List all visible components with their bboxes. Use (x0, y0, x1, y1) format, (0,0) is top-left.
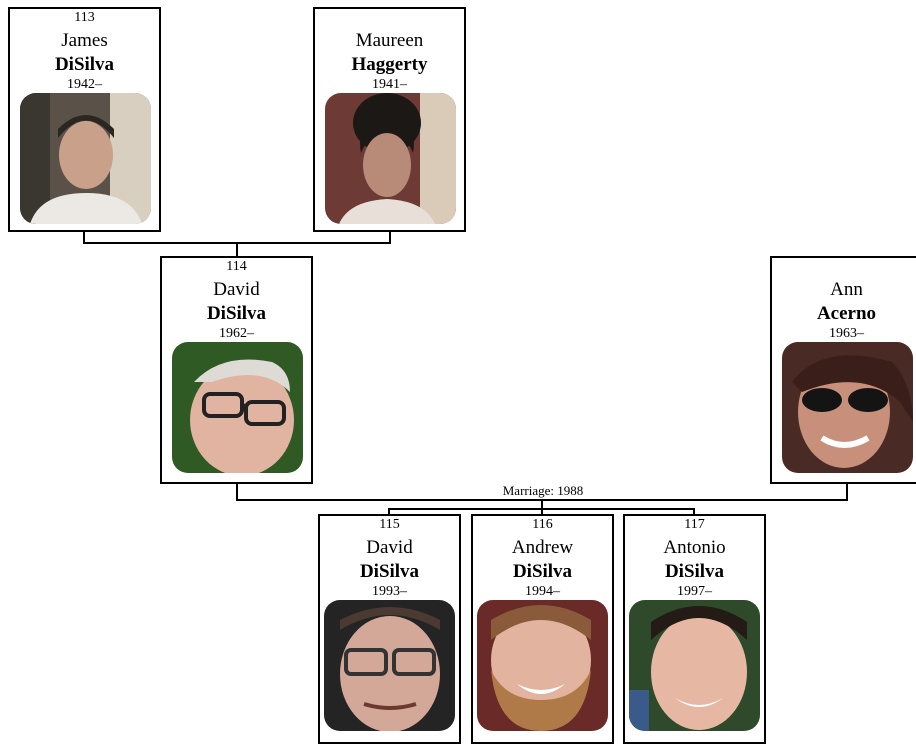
portrait-photo (172, 342, 303, 473)
person-number: 115 (379, 517, 400, 532)
person-years: 1997– (677, 584, 712, 599)
connector-marriage-to-children (541, 500, 543, 509)
person-number: 114 (226, 259, 247, 274)
person-card-david-jr[interactable]: 115 David DiSilva 1993– (318, 514, 461, 744)
person-number: 116 (532, 517, 553, 532)
portrait-photo (629, 600, 760, 731)
person-years: 1962– (219, 326, 254, 341)
person-card-james[interactable]: 113 James DiSilva 1942– (8, 7, 161, 232)
connector-james-down (83, 231, 85, 243)
connector-maureen-down (389, 231, 391, 243)
person-years: 1993– (372, 584, 407, 599)
portrait-photo (324, 600, 455, 731)
connector-david-down (236, 483, 238, 500)
connector-child-antonio (693, 508, 695, 515)
portrait-photo (477, 600, 608, 731)
person-card-andrew[interactable]: 116 Andrew DiSilva 1994– (471, 514, 614, 744)
person-years: 1942– (67, 77, 102, 92)
person-surname: DiSilva (359, 561, 420, 582)
marriage-label: Marriage: 1988 (502, 483, 584, 498)
person-years: 1941– (372, 77, 407, 92)
person-given-name: James (61, 30, 108, 51)
portrait-photo (20, 93, 151, 224)
connector-child-david-jr (388, 508, 390, 515)
person-surname: Haggerty (351, 54, 428, 75)
person-card-david-sr[interactable]: 114 David DiSilva 1962– (160, 256, 313, 484)
person-card-antonio[interactable]: 117 Antonio DiSilva 1997– (623, 514, 766, 744)
person-surname: DiSilva (512, 561, 573, 582)
person-surname: DiSilva (54, 54, 115, 75)
person-number: 113 (74, 10, 95, 25)
person-given-name: Antonio (663, 537, 726, 558)
person-years: 1994– (525, 584, 560, 599)
person-surname: Acerno (816, 303, 877, 324)
person-number: 117 (684, 517, 705, 532)
person-given-name: David (213, 279, 260, 300)
person-given-name: Maureen (355, 30, 424, 51)
person-given-name: Ann (830, 279, 863, 300)
connector-child-andrew (541, 508, 543, 515)
person-card-maureen[interactable]: Maureen Haggerty 1941– (313, 7, 466, 232)
person-given-name: Andrew (511, 537, 574, 558)
person-years: 1963– (829, 326, 864, 341)
portrait-photo (782, 342, 913, 473)
connector-ann-down (846, 483, 848, 500)
person-surname: DiSilva (206, 303, 267, 324)
person-card-ann[interactable]: Ann Acerno 1963– (770, 256, 916, 484)
portrait-photo (325, 93, 456, 224)
person-given-name: David (366, 537, 413, 558)
connector-parents-to-child (236, 242, 238, 257)
person-surname: DiSilva (664, 561, 725, 582)
